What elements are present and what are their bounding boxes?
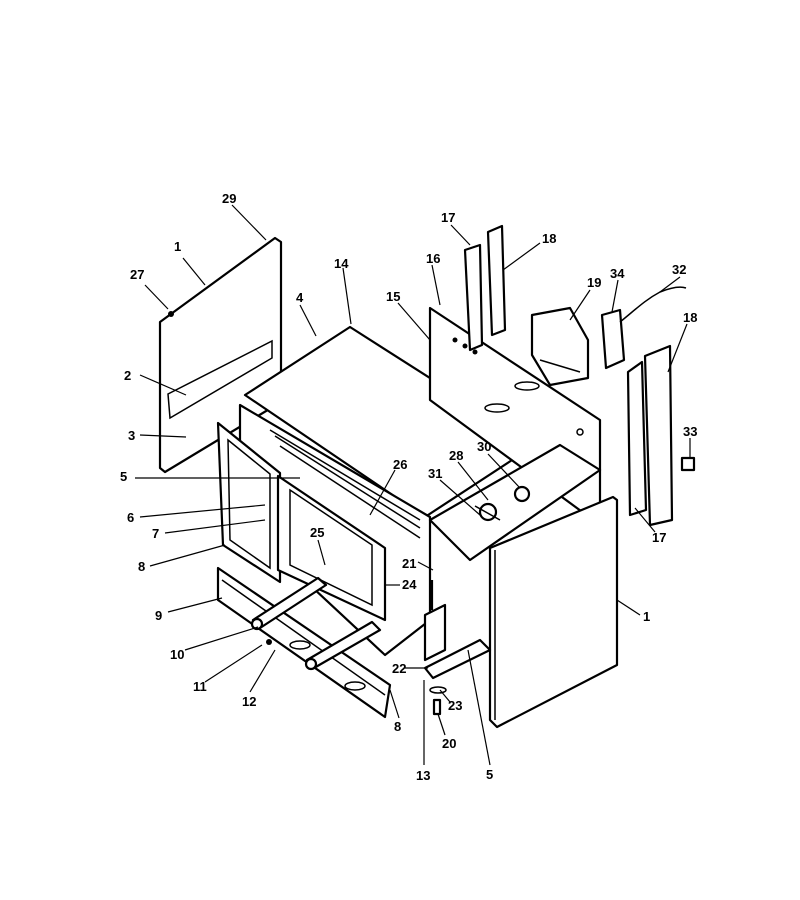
label-18-right: 18 xyxy=(683,310,697,325)
junction-box xyxy=(530,306,590,387)
label-19: 19 xyxy=(587,275,601,290)
label-5-left: 5 xyxy=(120,469,127,484)
label-24: 24 xyxy=(402,577,417,592)
label-1-left: 1 xyxy=(174,239,181,254)
rear-brackets xyxy=(463,224,674,527)
label-32: 32 xyxy=(672,262,686,277)
label-14: 14 xyxy=(334,256,349,271)
label-3: 3 xyxy=(128,428,135,443)
label-8-left: 8 xyxy=(138,559,145,574)
label-31: 31 xyxy=(428,466,442,481)
label-16: 16 xyxy=(426,251,440,266)
label-18-top: 18 xyxy=(542,231,556,246)
label-17-top: 17 xyxy=(441,210,455,225)
label-15: 15 xyxy=(386,289,400,304)
label-2: 2 xyxy=(124,368,131,383)
leader-lines xyxy=(135,204,691,766)
cord-and-bracket xyxy=(600,286,696,472)
door-handles xyxy=(250,576,382,671)
label-29: 29 xyxy=(222,191,236,206)
label-1-right: 1 xyxy=(643,609,650,624)
part-labels: 1 27 29 2 3 4 14 5 6 7 8 9 10 11 12 26 2… xyxy=(120,191,697,783)
label-8-right: 8 xyxy=(394,719,401,734)
label-28: 28 xyxy=(449,448,463,463)
label-30: 30 xyxy=(477,439,491,454)
label-6: 6 xyxy=(127,510,134,525)
label-4: 4 xyxy=(296,290,304,305)
label-26: 26 xyxy=(393,457,407,472)
control-panel xyxy=(428,443,602,562)
label-5-right: 5 xyxy=(486,767,493,782)
label-23: 23 xyxy=(448,698,462,713)
label-11: 11 xyxy=(193,679,207,694)
label-27: 27 xyxy=(130,267,144,282)
label-13: 13 xyxy=(416,768,430,783)
label-22: 22 xyxy=(392,661,406,676)
label-9: 9 xyxy=(155,608,162,623)
label-12: 12 xyxy=(242,694,256,709)
bottom-rail xyxy=(423,580,492,716)
label-34: 34 xyxy=(610,266,625,281)
right-side-panel xyxy=(488,495,619,729)
label-17-right: 17 xyxy=(652,530,666,545)
label-20: 20 xyxy=(442,736,456,751)
label-10: 10 xyxy=(170,647,184,662)
label-33: 33 xyxy=(683,424,697,439)
label-25: 25 xyxy=(310,525,324,540)
label-21: 21 xyxy=(402,556,416,571)
label-7: 7 xyxy=(152,526,159,541)
front-door-frame xyxy=(216,421,387,622)
